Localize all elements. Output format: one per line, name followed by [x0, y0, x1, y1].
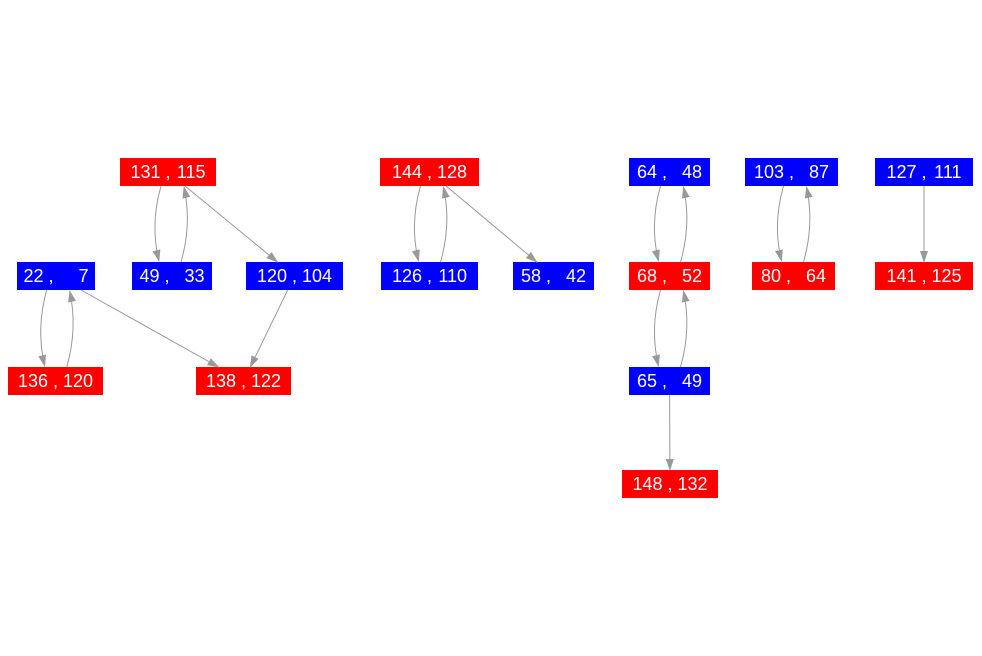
node-label-separator: ,: [422, 266, 438, 286]
node-x-value: 136: [17, 371, 48, 391]
graph-node-58-42[interactable]: 58 , 42: [513, 262, 594, 290]
node-y-value: 42: [566, 266, 587, 286]
node-y-value: 7: [78, 266, 89, 286]
node-y-value: 104: [302, 266, 333, 286]
node-x-value: 68: [636, 266, 657, 286]
node-x-value: 126: [391, 266, 422, 286]
node-label-separator: ,: [160, 162, 176, 182]
node-label-separator: ,: [656, 371, 672, 391]
node-x-value: 141: [886, 266, 917, 286]
graph-node-64-48[interactable]: 64 , 48: [629, 158, 710, 186]
graph-node-127-111[interactable]: 127 , 111: [875, 158, 973, 186]
node-label-separator: ,: [48, 371, 64, 391]
graph-node-49-33[interactable]: 49 , 33: [132, 262, 212, 290]
node-x-value: 127: [886, 162, 917, 182]
graph-node-141-125[interactable]: 141 , 125: [875, 262, 973, 290]
edge-80-64-to-103-87: [803, 186, 813, 263]
node-label-separator: ,: [780, 266, 796, 286]
node-y-value: 49: [682, 371, 703, 391]
graph-node-22-7[interactable]: 22 , 7: [17, 262, 95, 290]
node-label-separator: ,: [656, 162, 672, 182]
node-y-value: 132: [677, 474, 708, 494]
node-x-value: 138: [205, 371, 236, 391]
node-x-value: 65: [636, 371, 657, 391]
node-x-value: 80: [760, 266, 781, 286]
node-label-separator: ,: [916, 162, 932, 182]
node-x-value: 131: [130, 162, 161, 182]
edge-22-7-to-138-122: [80, 289, 220, 368]
edge-103-87-to-80-64: [775, 185, 784, 262]
node-x-value: 144: [391, 162, 422, 182]
node-label-separator: ,: [43, 266, 59, 286]
node-y-value: 64: [806, 266, 827, 286]
node-label-separator: ,: [662, 474, 678, 494]
graph-node-103-87[interactable]: 103 , 87: [745, 158, 838, 186]
edge-65-49-to-68-52: [680, 290, 690, 368]
node-x-value: 49: [139, 266, 160, 286]
edge-136-120-to-22-7: [66, 290, 76, 368]
edge-126-110-to-144-128: [440, 186, 450, 263]
graph-node-138-122[interactable]: 138 , 122: [196, 367, 291, 395]
node-x-value: 58: [520, 266, 541, 286]
graph-node-65-49[interactable]: 65 , 49: [629, 367, 710, 395]
edge-68-52-to-64-48: [680, 186, 690, 263]
node-y-value: 128: [437, 162, 468, 182]
node-label-separator: ,: [287, 266, 303, 286]
node-label-separator: ,: [159, 266, 175, 286]
node-y-value: 110: [438, 266, 468, 286]
graph-node-148-132[interactable]: 148 , 132: [622, 470, 718, 498]
graph-node-80-64[interactable]: 80 , 64: [752, 262, 835, 290]
node-label-separator: ,: [236, 371, 252, 391]
graph-node-68-52[interactable]: 68 , 52: [629, 262, 710, 290]
edge-49-33-to-131-115: [180, 186, 191, 263]
node-y-value: 33: [184, 266, 205, 286]
graph-node-131-115[interactable]: 131 , 115: [120, 158, 216, 186]
node-y-value: 122: [251, 371, 282, 391]
node-label-separator: ,: [916, 266, 932, 286]
edge-131-115-to-49-33: [152, 185, 162, 262]
node-y-value: 115: [176, 162, 206, 182]
node-y-value: 111: [934, 162, 962, 182]
node-y-value: 125: [931, 266, 962, 286]
node-x-value: 148: [632, 474, 663, 494]
node-x-value: 103: [753, 162, 784, 182]
edge-120-104-to-138-122: [249, 289, 289, 368]
node-y-value: 87: [809, 162, 830, 182]
node-x-value: 120: [256, 266, 287, 286]
graph-node-120-104[interactable]: 120 , 104: [246, 262, 343, 290]
edge-68-52-to-65-49: [652, 289, 661, 367]
edge-144-128-to-126-110: [412, 185, 421, 262]
node-label-separator: ,: [540, 266, 556, 286]
graph-node-126-110[interactable]: 126 , 110: [381, 262, 478, 290]
edge-144-128-to-58-42: [445, 185, 538, 263]
graph-node-136-120[interactable]: 136 , 120: [8, 367, 103, 395]
edge-131-115-to-120-104: [184, 185, 279, 263]
graph-node-144-128[interactable]: 144 , 128: [380, 158, 479, 186]
node-y-value: 48: [682, 162, 703, 182]
node-label-separator: ,: [422, 162, 438, 182]
node-y-value: 120: [63, 371, 94, 391]
edge-22-7-to-136-120: [38, 289, 48, 367]
node-label-separator: ,: [784, 162, 800, 182]
node-x-value: 64: [636, 162, 657, 182]
node-x-value: 22: [23, 266, 44, 286]
edge-64-48-to-68-52: [652, 185, 661, 262]
node-label-separator: ,: [656, 266, 672, 286]
node-y-value: 52: [682, 266, 703, 286]
